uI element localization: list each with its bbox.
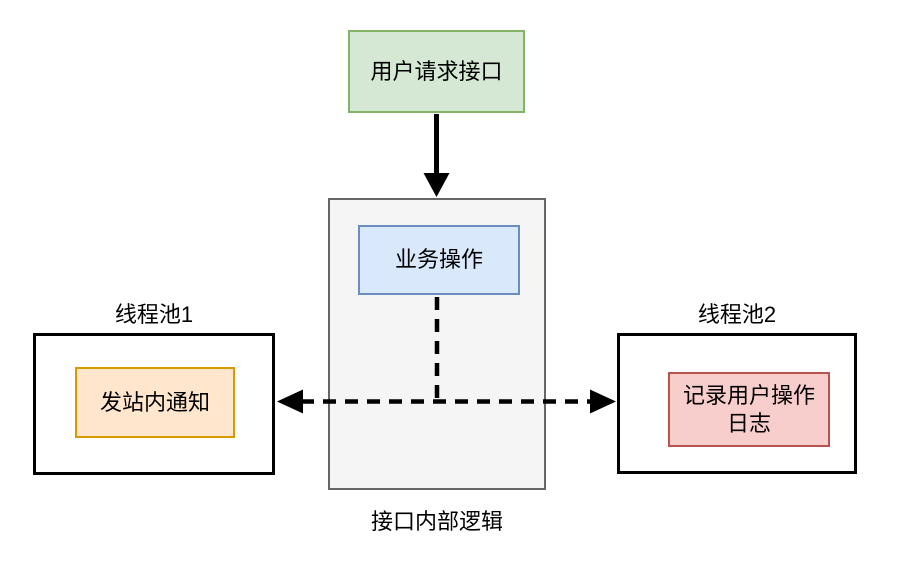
node-user-request-label: 用户请求接口 (370, 58, 503, 84)
arrowhead-down-icon (423, 173, 450, 197)
node-record-user-operation-log-label: 记录用户操作 日志 (682, 383, 815, 436)
node-business-operation: 业务操作 (358, 225, 520, 295)
node-business-operation-label: 业务操作 (394, 247, 483, 273)
thread-pool-1-title: 线程池1 (114, 302, 194, 327)
node-record-user-operation-log: 记录用户操作 日志 (668, 372, 830, 447)
solid-arrow-user-to-container (423, 114, 450, 197)
node-user-request-interface: 用户请求接口 (348, 30, 525, 113)
node-send-site-notification-label: 发站内通知 (99, 389, 210, 415)
arrowhead-right-icon (590, 389, 616, 414)
arrowhead-left-icon (277, 389, 303, 414)
container-caption: 接口内部逻辑 (370, 509, 503, 534)
node-send-site-notification: 发站内通知 (75, 367, 235, 438)
thread-pool-2-title: 线程池2 (697, 302, 777, 327)
